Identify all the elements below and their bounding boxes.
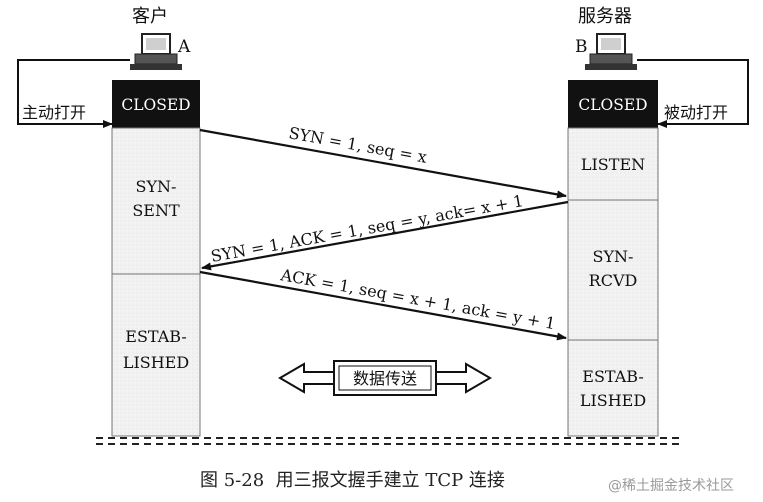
server-established-label-1: ESTAB- xyxy=(582,367,643,386)
server-established-state xyxy=(567,339,659,437)
server-computer-icon xyxy=(585,33,637,70)
server-syn-rcvd-label-1: SYN- xyxy=(593,247,634,266)
server-syn-rcvd-state xyxy=(567,199,659,341)
server-letter: B xyxy=(575,37,588,57)
client-established-label-2: LISHED xyxy=(123,353,189,372)
active-open-label: 主动打开 xyxy=(22,103,86,122)
active-open-loop xyxy=(17,59,130,128)
client-timeline xyxy=(111,80,201,437)
client-syn-sent-label-2: SENT xyxy=(132,201,180,220)
server-closed-label: CLOSED xyxy=(578,96,647,114)
client-syn-sent-label-1: SYN- xyxy=(136,177,177,196)
ack-message-label: ACK = 1, seq = x + 1, ack = y + 1 xyxy=(278,265,557,333)
client-closed-state xyxy=(112,80,200,128)
client-computer-icon xyxy=(130,33,182,70)
server-timeline xyxy=(567,80,659,437)
data-transfer-label: 数据传送 xyxy=(353,369,417,388)
server-syn-rcvd-label-2: RCVD xyxy=(589,271,638,290)
timeline-end-divider xyxy=(96,437,682,445)
syn-arrow xyxy=(199,128,567,199)
client-closed-label: CLOSED xyxy=(121,96,190,114)
server-host-label: 服务器 xyxy=(578,6,632,27)
syn-ack-message-label: SYN = 1, ACK = 1, seq = y, ack= x + 1 xyxy=(209,191,525,266)
server-listen-state xyxy=(567,127,659,201)
data-transfer-box xyxy=(333,360,437,396)
syn-ack-arrow xyxy=(201,200,569,271)
server-closed-state xyxy=(568,80,658,128)
syn-message-label: SYN = 1, seq = x xyxy=(287,123,428,166)
client-established-label-1: ESTAB- xyxy=(125,327,186,346)
passive-open-loop xyxy=(637,59,749,128)
data-transfer-double-arrow xyxy=(278,360,492,396)
watermark: @稀土掘金技术社区 xyxy=(608,478,734,494)
client-syn-sent-state xyxy=(111,127,201,275)
client-letter: A xyxy=(177,37,191,57)
client-host-label: 客户 xyxy=(132,6,168,27)
ack-arrow xyxy=(199,270,567,341)
client-established-state xyxy=(111,273,201,437)
figure-caption: 图 5-28 用三报文握手建立 TCP 连接 xyxy=(200,470,505,491)
server-established-label-2: LISHED xyxy=(580,391,646,410)
server-listen-label: LISTEN xyxy=(581,155,645,174)
passive-open-label: 被动打开 xyxy=(664,103,728,122)
